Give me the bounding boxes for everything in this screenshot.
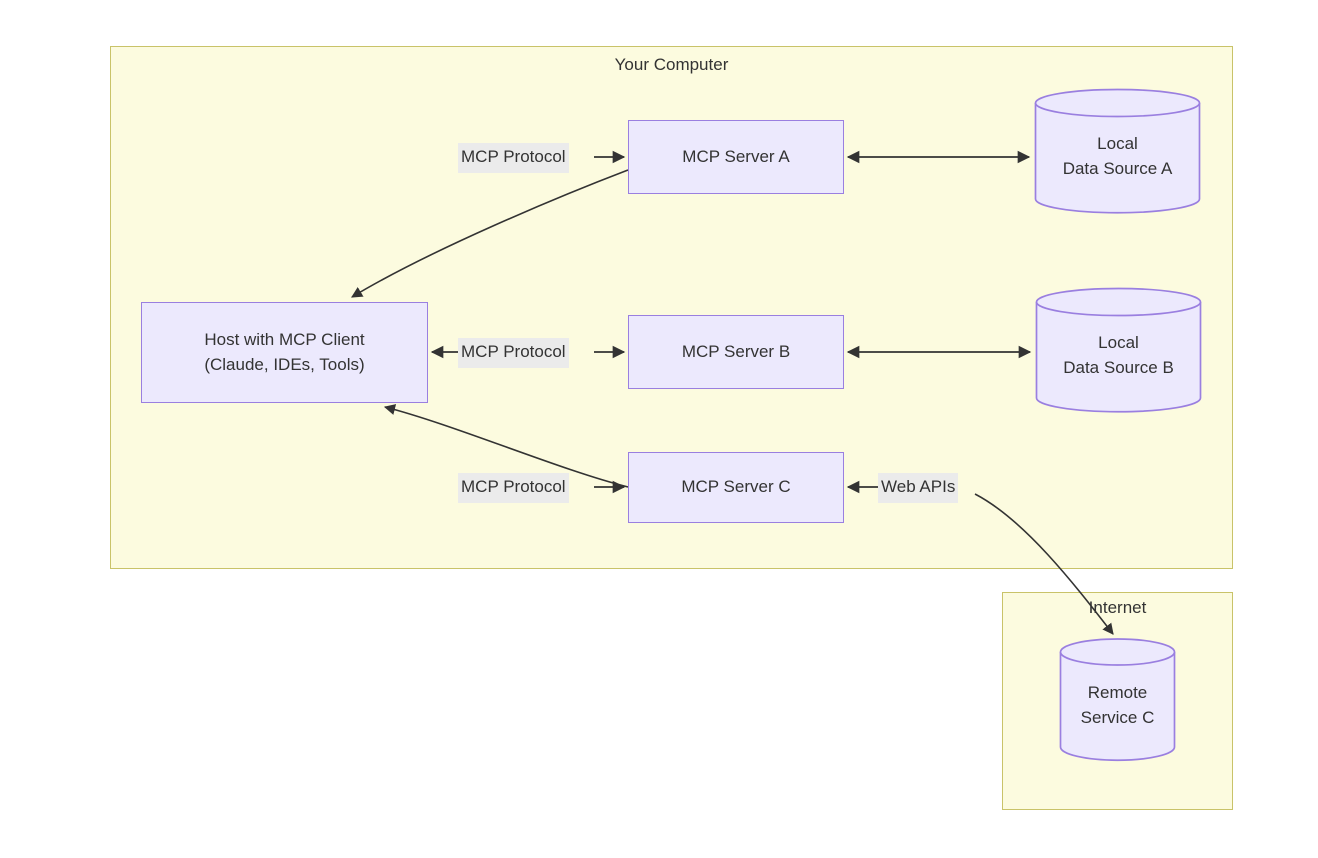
node-mcp-server-b-label: MCP Server B <box>681 341 791 361</box>
edge-label-web-apis: Web APIs <box>878 473 959 503</box>
edge-label-mcp-protocol-b: MCP Protocol <box>458 338 569 368</box>
cylinder-shape <box>1034 88 1201 214</box>
node-host-line-2: (Claude, IDEs, Tools) <box>204 354 365 374</box>
edge-label-mcp-protocol-c: MCP Protocol <box>458 473 569 503</box>
node-mcp-server-b[interactable]: MCP Server B <box>628 315 844 389</box>
node-mcp-server-a-label: MCP Server A <box>682 146 790 166</box>
node-host-line-1: Host with MCP Client <box>204 329 365 349</box>
cylinder-shape <box>1059 638 1176 762</box>
node-mcp-server-c[interactable]: MCP Server C <box>628 452 844 523</box>
edge-label-mcp-protocol-a: MCP Protocol <box>458 143 569 173</box>
node-mcp-server-c-label: MCP Server C <box>681 477 791 497</box>
group-internet-title: Internet <box>1088 598 1147 617</box>
node-local-data-source-b[interactable]: Local Data Source B <box>1035 287 1202 413</box>
cylinder-shape <box>1035 287 1202 413</box>
node-remote-service-c[interactable]: Remote Service C <box>1059 638 1176 762</box>
group-your-computer-title: Your Computer <box>614 55 729 74</box>
node-host-with-mcp-client[interactable]: Host with MCP Client (Claude, IDEs, Tool… <box>141 302 428 403</box>
node-local-data-source-a[interactable]: Local Data Source A <box>1034 88 1201 214</box>
node-mcp-server-a[interactable]: MCP Server A <box>628 120 844 194</box>
